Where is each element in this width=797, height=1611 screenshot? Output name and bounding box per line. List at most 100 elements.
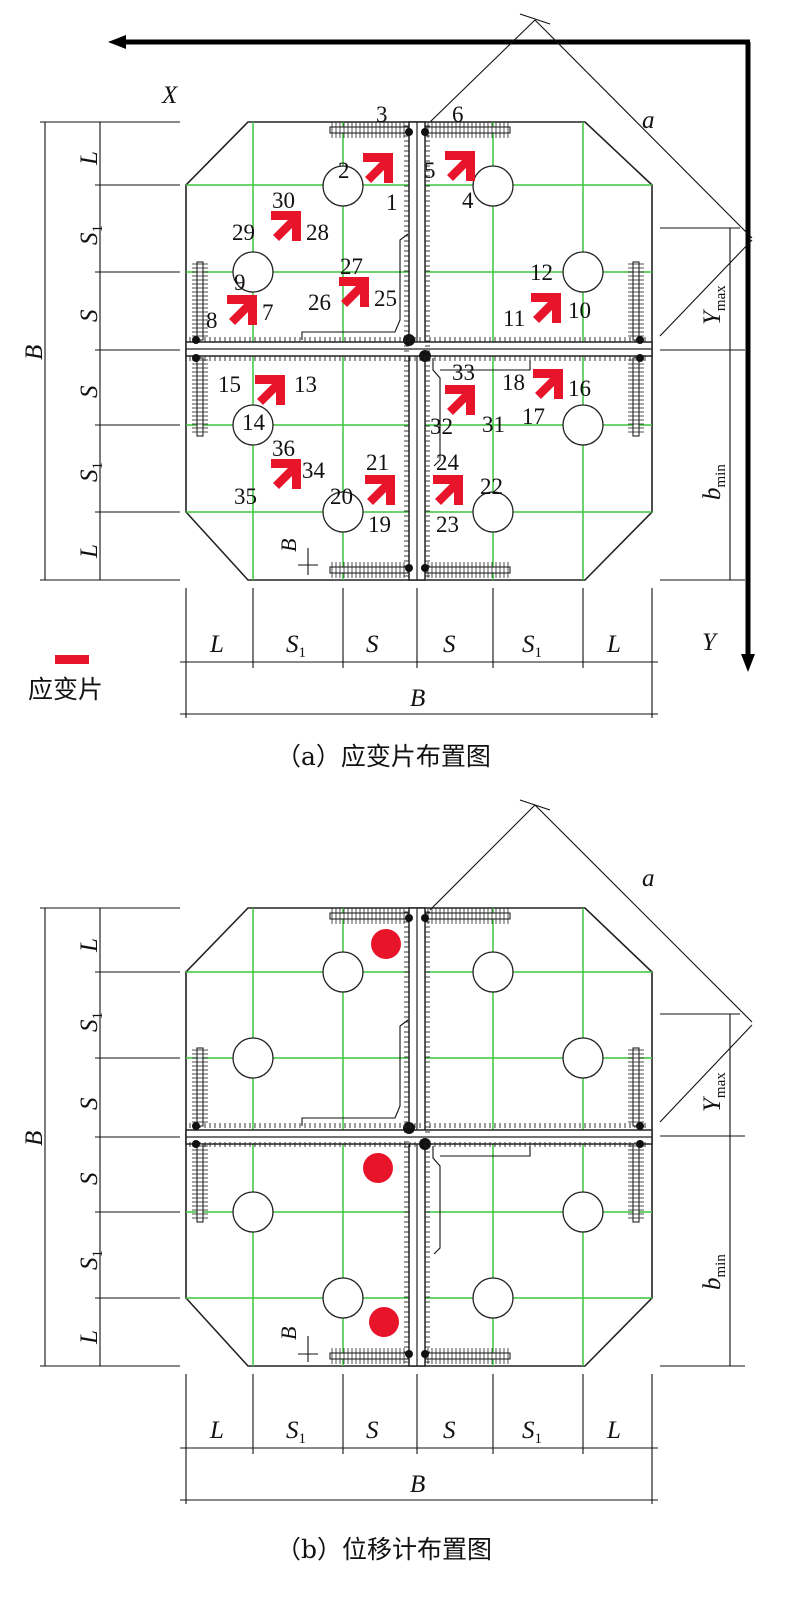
gauge-number-29: 29 — [232, 220, 255, 245]
gauge-number-12: 12 — [530, 260, 553, 285]
axis-y-label: Y — [702, 629, 719, 656]
bolt-holes-b — [232, 951, 604, 1319]
gauge-number-20: 20 — [330, 484, 353, 509]
gauge-number-13: 13 — [294, 372, 317, 397]
strain-gauge-rosette — [227, 295, 257, 325]
gauge-number-31: 31 — [482, 412, 505, 437]
right-dimensions-b: Ymax bmin — [660, 1013, 745, 1367]
strain-gauge-rosette — [531, 293, 561, 323]
bottom-dimension-chain-b: L S1 S S S1 L B — [180, 1374, 658, 1504]
coordinate-axes: X Y — [108, 35, 755, 672]
displacement-meter-2 — [363, 1153, 393, 1183]
weld-size-label: B — [276, 539, 301, 552]
right-dimensions: Ymax bmin — [660, 227, 745, 581]
strain-gauge-rosette — [433, 475, 463, 505]
gauge-number-26: 26 — [308, 290, 331, 315]
stiffeners-b — [185, 907, 653, 1367]
dim-s1-right-bottom: S1 — [522, 631, 542, 661]
dim-s-right-bottom-b: S — [443, 1417, 456, 1444]
strain-gauge-rosette — [255, 375, 285, 405]
dim-s1-top-label-b: S1 — [76, 1012, 106, 1032]
legend-gauge-label: 应变片 — [28, 675, 103, 704]
dim-s-top-label: S — [76, 309, 103, 322]
dim-a-label: a — [642, 107, 655, 134]
strain-gauges — [227, 151, 563, 505]
dim-s-left-bottom-b: S — [366, 1417, 379, 1444]
dim-b-left-label-b: B — [21, 1131, 48, 1146]
dim-s1-right-bottom-b: S1 — [522, 1417, 542, 1447]
dim-l-bottom-label: L — [76, 544, 103, 559]
gauge-number-9: 9 — [234, 270, 246, 295]
dim-l-left-bottom: L — [209, 631, 224, 658]
displacement-meters — [363, 929, 401, 1337]
dim-b-bottom-label-b: B — [410, 1471, 425, 1498]
gauge-number-17: 17 — [522, 404, 545, 429]
gauge-number-32: 32 — [430, 414, 453, 439]
dim-l-bottom-label-b: L — [76, 1330, 103, 1345]
gauge-number-3: 3 — [376, 102, 388, 127]
dim-b-left-label: B — [21, 345, 48, 360]
gauge-number-10: 10 — [568, 298, 591, 323]
caption-b: （b）位移计布置图 — [276, 1535, 492, 1564]
gauge-number-19: 19 — [368, 512, 391, 537]
dim-l-right-bottom: L — [606, 631, 621, 658]
strain-gauge-rosette — [271, 211, 301, 241]
gauge-number-35: 35 — [234, 484, 257, 509]
strain-gauge-rosette — [533, 369, 563, 399]
base-plate-outline — [185, 121, 653, 581]
weld-size-dim-b: B — [276, 1327, 318, 1362]
dim-ymax-label-b: Ymax — [699, 1072, 729, 1112]
strain-gauge-rosette — [363, 153, 393, 183]
gauge-number-34: 34 — [302, 458, 326, 483]
strain-gauge-layout-figure: X Y a Ymax bmin — [21, 13, 755, 771]
dim-s-left-bottom: S — [366, 631, 379, 658]
strain-gauge-rosette — [445, 151, 475, 181]
dim-s1-top-label: S1 — [76, 225, 106, 245]
dim-s1-left-bottom: S1 — [286, 631, 306, 661]
dim-l-left-bottom-b: L — [209, 1417, 224, 1444]
gauge-number-36: 36 — [272, 436, 295, 461]
gauge-number-28: 28 — [306, 220, 329, 245]
strain-gauge-rosette — [339, 277, 369, 307]
gauge-number-5: 5 — [424, 158, 436, 183]
dim-s1-left-bottom-b: S1 — [286, 1417, 306, 1447]
gauge-number-8: 8 — [206, 308, 218, 333]
strain-gauge-rosette — [445, 385, 475, 415]
gauge-number-27: 27 — [340, 254, 363, 279]
caption-a: （a）应变片布置图 — [276, 742, 491, 771]
weld-ticks-b — [189, 908, 646, 1364]
base-plate-outline-b — [185, 907, 653, 1367]
left-dimension-chain-b: B L S1 S S S1 L — [21, 907, 180, 1367]
gauge-number-6: 6 — [452, 102, 464, 127]
gauge-number-14: 14 — [242, 410, 266, 435]
weld-size-label-b: B — [276, 1327, 301, 1340]
gauge-number-15: 15 — [218, 372, 241, 397]
displacement-meter-layout-figure: a Ymax bmin — [21, 799, 753, 1564]
axis-x-label: X — [161, 82, 179, 109]
dim-bmin-label-b: bmin — [699, 1254, 729, 1290]
dim-a-group-b: a — [429, 799, 753, 1123]
dim-s-bottom-label: S — [76, 385, 103, 398]
strain-gauge-rosette — [271, 459, 301, 489]
gauge-number-11: 11 — [503, 306, 525, 331]
dim-ymax-label: Ymax — [699, 285, 729, 325]
dim-s-right-bottom: S — [443, 631, 456, 658]
gauge-number-16: 16 — [568, 376, 591, 401]
dim-l-top-label: L — [76, 151, 103, 166]
gauge-number-22: 22 — [480, 474, 503, 499]
dim-a-group: a — [429, 13, 753, 337]
dim-l-right-bottom-b: L — [606, 1417, 621, 1444]
strain-gauge-rosette — [365, 475, 395, 505]
gauge-number-21: 21 — [366, 450, 389, 475]
bottom-dimension-chain: L S1 S S S1 L B — [180, 588, 658, 718]
dim-b-bottom-label: B — [410, 685, 425, 712]
gauge-number-33: 33 — [452, 360, 475, 385]
dim-bmin-label: bmin — [699, 464, 729, 500]
dim-l-top-label-b: L — [76, 938, 103, 953]
gauge-number-30: 30 — [272, 188, 295, 213]
legend-gauge-swatch — [55, 655, 89, 664]
dim-s-top-label-b: S — [76, 1097, 103, 1110]
dim-s1-bottom-label-b: S1 — [76, 1250, 106, 1270]
